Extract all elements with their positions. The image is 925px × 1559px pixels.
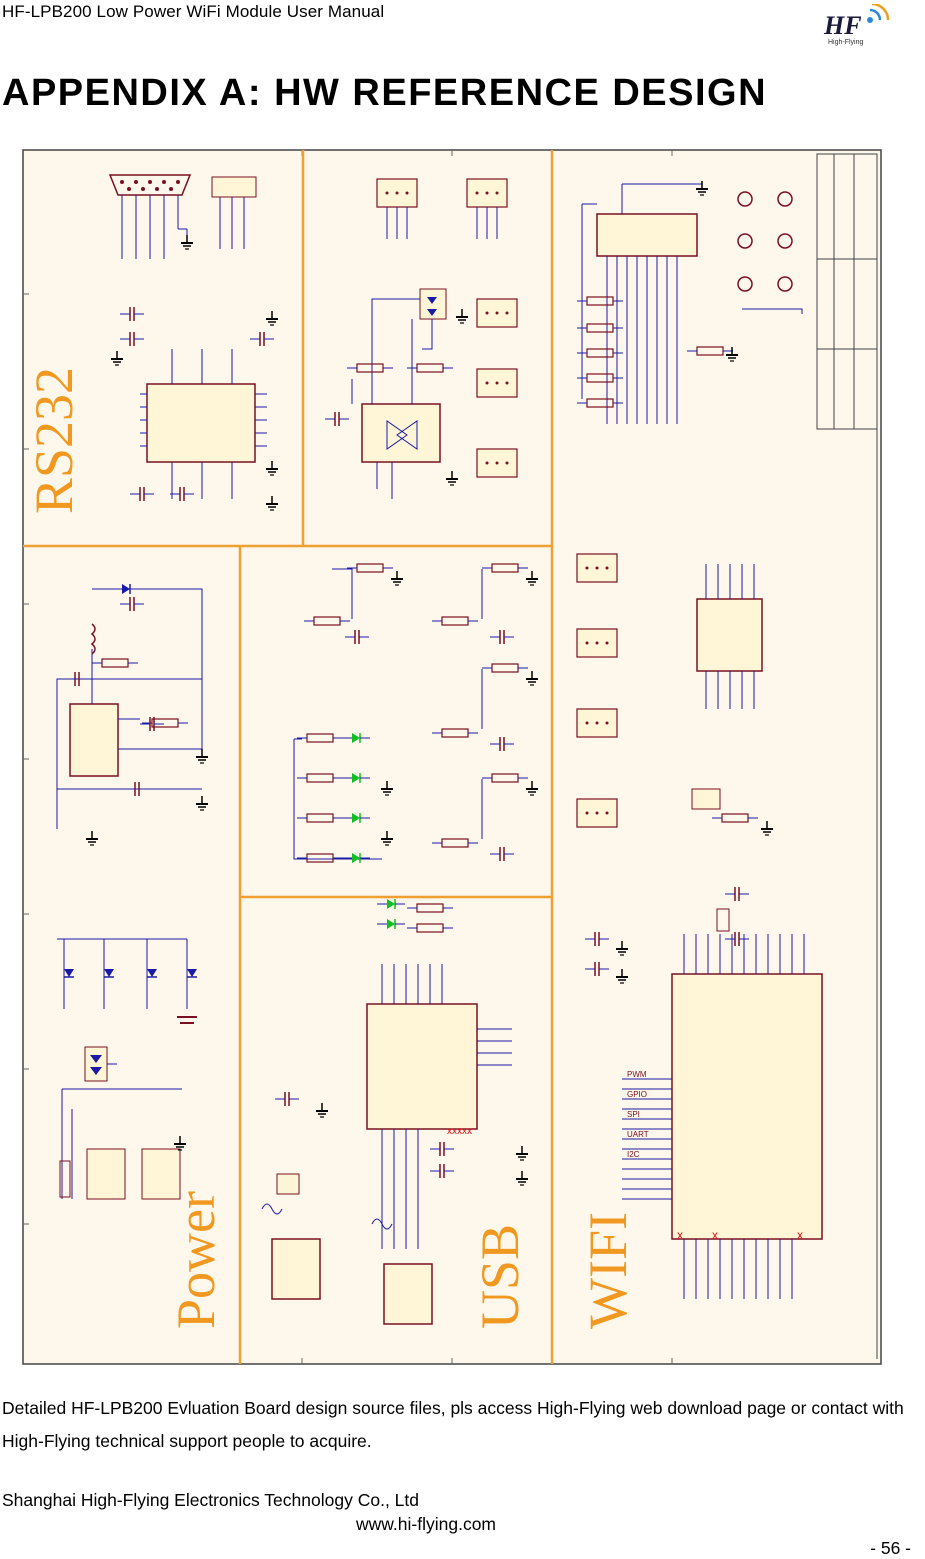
svg-text:x: x <box>797 1228 803 1242</box>
jtag-header-circuit <box>576 180 803 424</box>
reference-schematic: RS232 Power USB WIFI <box>22 149 882 1365</box>
svg-text:xxxxx: xxxxx <box>447 1126 472 1137</box>
rs485-circuit <box>324 178 518 499</box>
svg-text:SPI: SPI <box>627 1110 640 1119</box>
rs232-circuit <box>108 174 279 511</box>
buttons-led-circuit <box>293 563 539 864</box>
section-label-usb: USB <box>470 1224 530 1329</box>
svg-text:High-Flying: High-Flying <box>828 39 864 46</box>
svg-text:PWM: PWM <box>627 1070 647 1079</box>
footer-website[interactable]: www.hi-flying.com <box>355 1514 497 1534</box>
svg-text:x: x <box>712 1228 718 1242</box>
svg-text:x: x <box>677 1228 683 1242</box>
wifi-module-circuit: PWM GPIO SPI UART I2C x x x <box>576 553 823 1299</box>
header-title: HF-LPB200 Low Power WiFi Module User Man… <box>2 2 385 21</box>
page-number: - 56 - <box>870 1538 911 1558</box>
svg-text:HF: HF <box>823 11 862 40</box>
usb-circuit: xxxxx <box>261 898 529 1325</box>
high-flying-logo: HF High-Flying <box>823 4 890 46</box>
design-files-note: Detailed HF-LPB200 Evluation Board desig… <box>2 1398 904 1451</box>
power-circuit <box>56 583 209 1200</box>
section-label-power: Power <box>166 1191 226 1329</box>
svg-text:GPIO: GPIO <box>627 1090 647 1099</box>
page-heading: APPENDIX A: HW REFERENCE DESIGN <box>2 72 768 114</box>
footer-company: Shanghai High-Flying Electronics Technol… <box>2 1490 419 1510</box>
section-label-rs232: RS232 <box>24 367 84 514</box>
section-label-wifi: WIFI <box>578 1212 638 1329</box>
svg-text:I2C: I2C <box>627 1150 640 1159</box>
svg-text:UART: UART <box>627 1130 649 1139</box>
